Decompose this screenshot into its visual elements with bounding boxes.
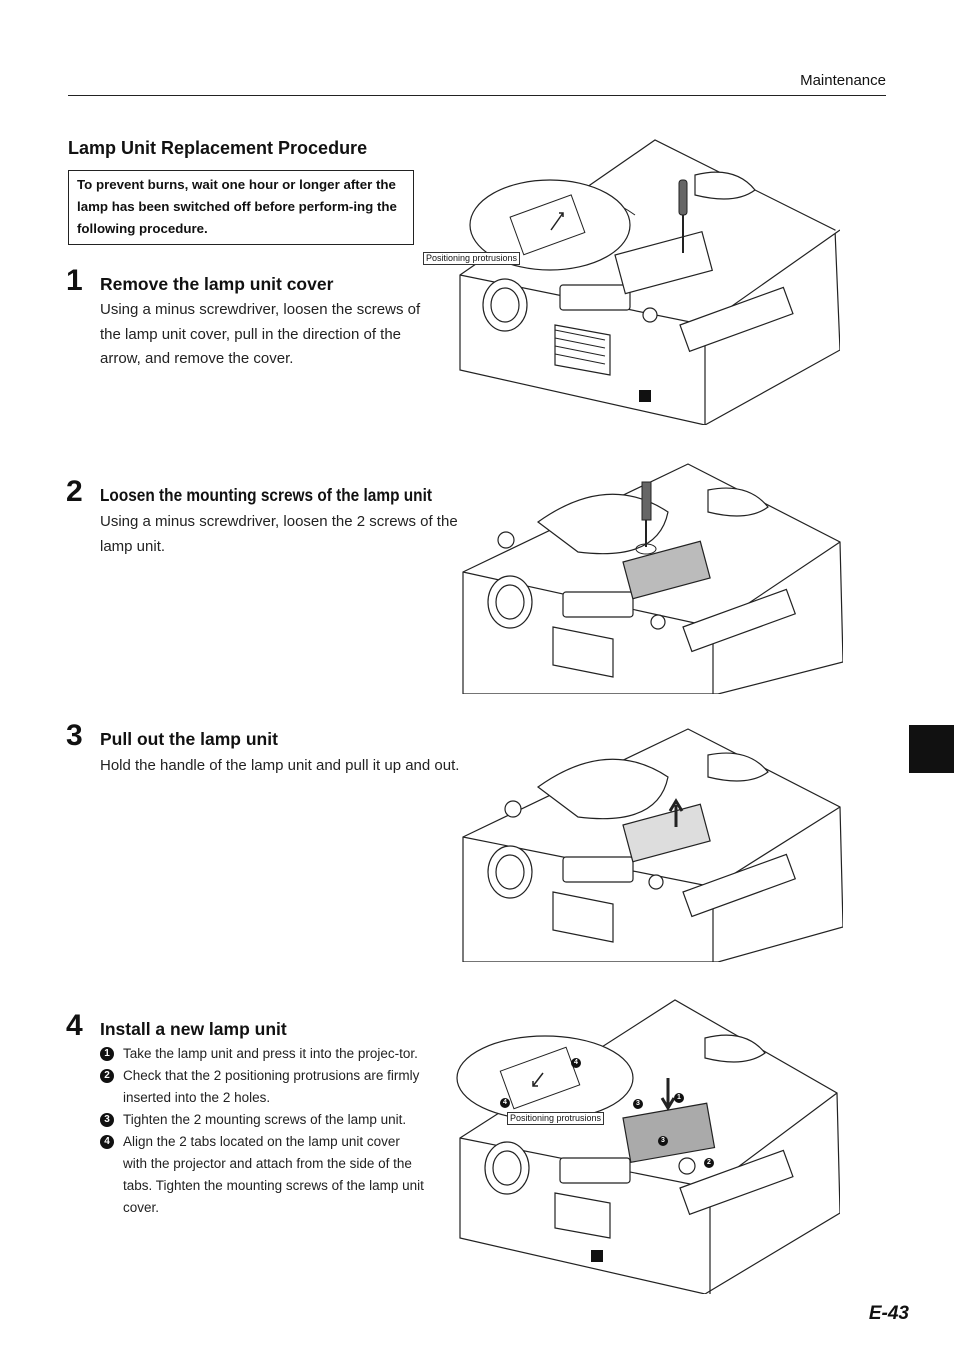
circled-number-icon: 4 [500,1098,510,1108]
circled-number-icon: 3 [100,1113,114,1127]
circled-number-icon: 3 [633,1099,643,1109]
circled-number-icon: 3 [658,1136,668,1146]
step-2-body: Using a minus screwdriver, loosen the 2 … [100,513,458,555]
magnified-inset [470,180,630,270]
warning-box: To prevent burns, wait one hour or longe… [68,170,414,245]
circled-number-icon: 1 [674,1093,684,1103]
magnified-inset [457,1036,633,1120]
step-1-title: Remove the lamp unit cover [100,274,334,294]
screwdriver-icon [636,482,656,554]
arrow-icon [662,1078,674,1108]
list-item-text: Take the lamp unit and press it into the… [123,1046,418,1061]
fig4-callout-label: Positioning protrusions [507,1112,605,1125]
projector-illustration [455,998,840,1294]
list-item-text: Tighten the 2 mounting screws of the lam… [123,1112,407,1127]
step-4-number: 4 [66,1009,83,1042]
circled-number-icon: 2 [100,1069,114,1083]
step-3-body: Hold the handle of the lamp unit and pul… [100,757,460,774]
fig1-callout-label: Positioning protrusions [423,252,521,265]
indicator-icon [591,1250,603,1262]
projector-illustration [458,727,843,962]
list-item: 4 Align the 2 tabs located on the lamp u… [100,1131,425,1219]
list-item-text: Check that the 2 positioning protrusions… [123,1068,420,1105]
list-item-text: Align the 2 tabs located on the lamp uni… [123,1134,424,1215]
circled-number-icon: 2 [704,1158,714,1168]
page-number: E-43 [868,1303,909,1324]
step-3-number: 3 [66,719,83,752]
arrow-icon [670,801,682,827]
step-1-body: Using a minus screwdriver, loosen the sc… [100,301,421,367]
indicator-icon [639,390,651,402]
step-3-title: Pull out the lamp unit [100,729,278,749]
circled-number-icon: 1 [100,1047,114,1061]
step-2-title: Loosen the mounting screws of the lamp u… [100,485,432,505]
step-4-sub-list: 1 Take the lamp unit and press it into t… [100,1043,425,1219]
projector-illustration [458,462,843,694]
step-2-number: 2 [66,475,83,508]
list-item: 1 Take the lamp unit and press it into t… [100,1043,425,1065]
chapter-tab [909,725,954,773]
projector-illustration [455,135,840,425]
step-1-number: 1 [66,264,83,297]
screwdriver-icon [679,180,687,253]
circled-number-icon: 4 [100,1135,114,1149]
list-item: 2 Check that the 2 positioning protrusio… [100,1065,425,1109]
step-4-title: Install a new lamp unit [100,1019,287,1039]
header-section-label: Maintenance [800,72,886,89]
section-title: Lamp Unit Replacement Procedure [68,138,368,158]
header-divider [68,95,886,96]
list-item: 3 Tighten the 2 mounting screws of the l… [100,1109,425,1131]
circled-number-icon: 4 [571,1058,581,1068]
